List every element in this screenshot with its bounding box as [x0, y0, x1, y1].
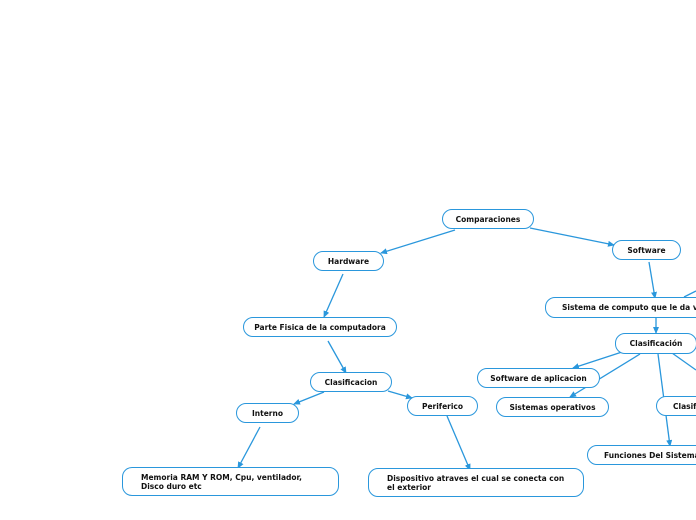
node-dispositivo[interactable]: Dispositivo atraves el cual se conecta c… [368, 468, 584, 497]
edge-comparaciones-hardware [380, 229, 456, 255]
node-interno[interactable]: Interno [236, 403, 299, 423]
edge-clasificacion-interno [293, 391, 325, 405]
node-funciones[interactable]: Funciones Del Sistemas [587, 445, 696, 465]
node-software[interactable]: Software [612, 240, 681, 260]
node-clasificacion-software[interactable]: Clasificación [615, 333, 696, 354]
edge-offscreen-sistema [683, 290, 696, 298]
edge-software-sistema [648, 261, 657, 299]
node-sistema-computo[interactable]: Sistema de computo que le da vida [545, 297, 696, 318]
node-memoria[interactable]: Memoria RAM Y ROM, Cpu, ventilador, Disc… [122, 467, 339, 496]
node-periferico[interactable]: Periferico [407, 396, 478, 416]
node-parte-fisica[interactable]: Parte Fisica de la computadora [243, 317, 397, 337]
edge-comparaciones-software [529, 227, 615, 247]
edge-parte-fisica-clasificacion [327, 340, 347, 374]
node-software-aplicacion[interactable]: Software de aplicacion [477, 368, 600, 388]
node-clasifi-partial[interactable]: Clasifi [656, 396, 696, 416]
node-sistemas-operativos[interactable]: Sistemas operativos [496, 397, 609, 417]
edge-clasificacion-clasifi [671, 352, 696, 371]
node-clasificacion-hardware[interactable]: Clasificacion [310, 372, 392, 392]
edge-periferico-dispositivo [446, 415, 471, 471]
node-hardware[interactable]: Hardware [313, 251, 384, 271]
edge-hardware-parte-fisica [323, 273, 344, 318]
edge-clasificacion-sistemas-operativos [569, 353, 641, 398]
node-comparaciones[interactable]: Comparaciones [442, 209, 534, 229]
edge-interno-memoria [237, 426, 261, 469]
edge-clasificacion-periferico [387, 390, 413, 400]
edge-clasificacion-software-aplicacion [572, 351, 623, 369]
